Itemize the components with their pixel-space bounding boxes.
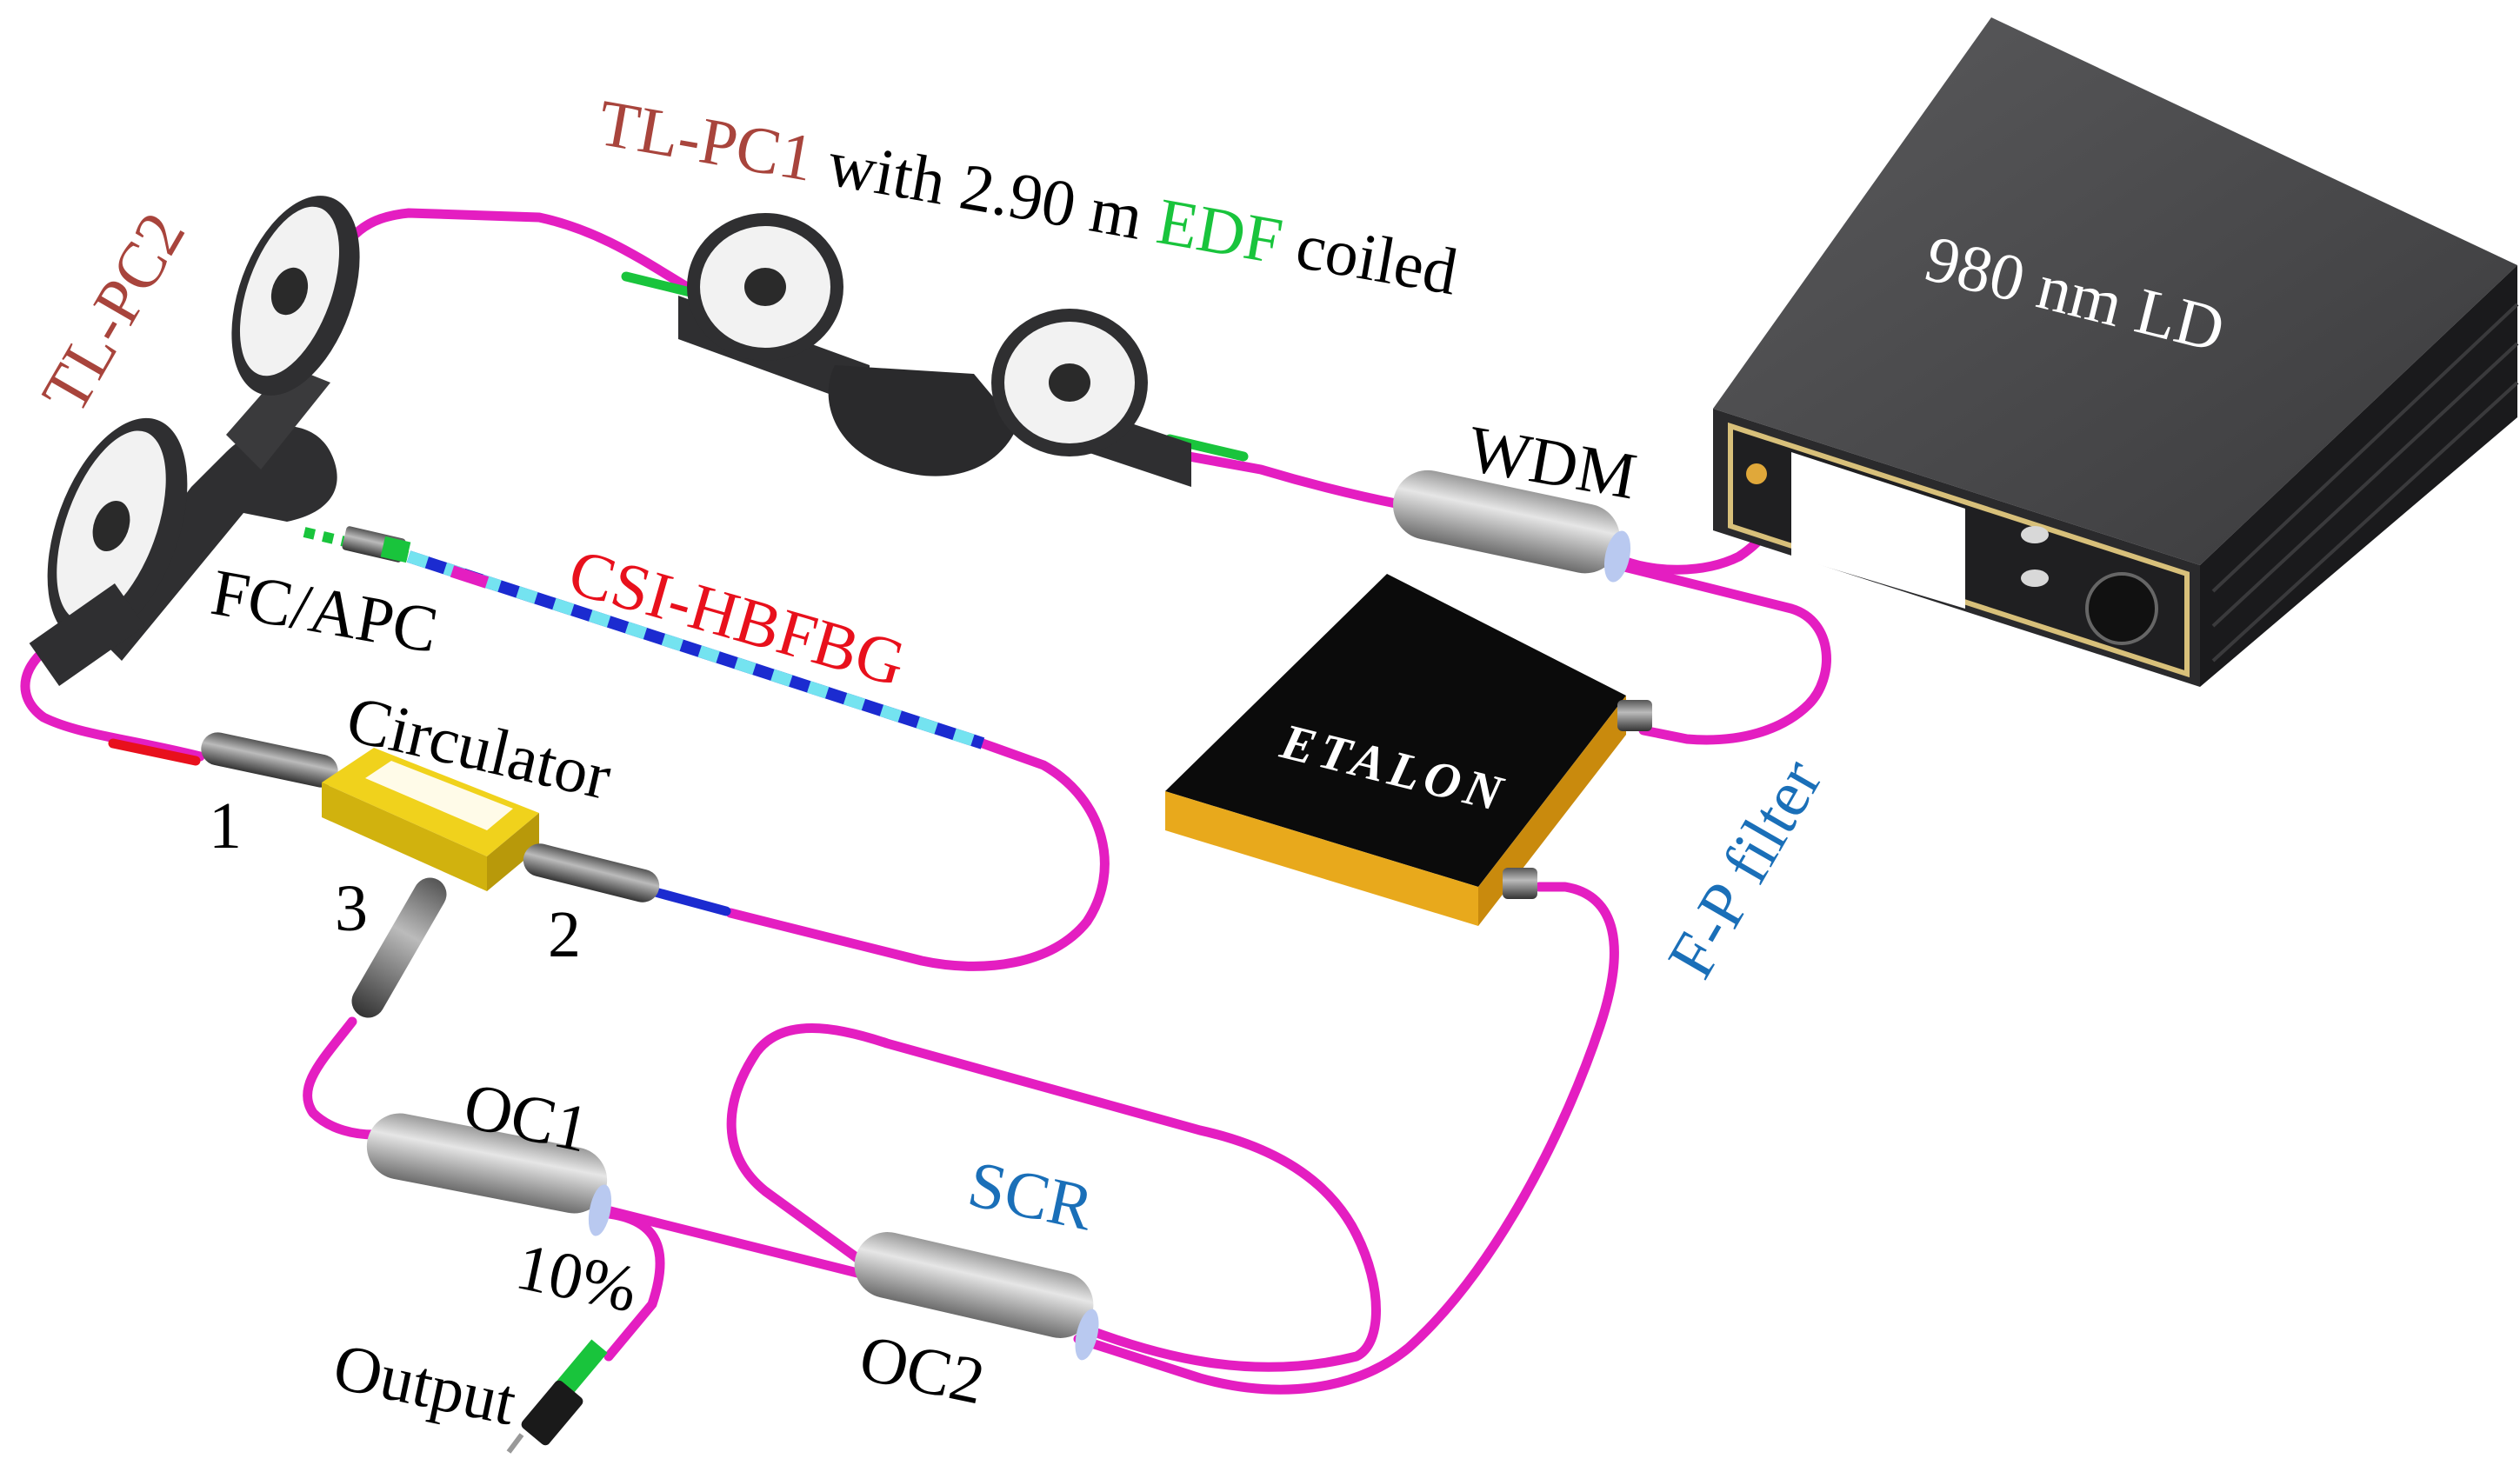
- etalon-fp-filter: [1165, 574, 1652, 926]
- fiber-pc2-to-port1: [20, 634, 205, 762]
- fc-apc-label: FC/APC: [206, 556, 443, 667]
- fiber-pc1-to-wdm: [1160, 447, 1405, 510]
- ten-percent-label: 10%: [510, 1229, 643, 1326]
- circulator: [201, 732, 660, 1018]
- oc2-label: OC2: [853, 1321, 990, 1418]
- wdm-coupler: [1393, 470, 1631, 583]
- port-3-label: 3: [335, 872, 368, 945]
- fiber-port3-to-oc1: [303, 1016, 379, 1140]
- tl-pc2-label: TL-PC2: [28, 201, 199, 425]
- tl-pc2-controller: [29, 196, 360, 686]
- output-connector: [506, 1339, 608, 1454]
- fc-apc-connector: [342, 526, 411, 563]
- fiber-blue-segment: [647, 886, 731, 916]
- fiber-port2-loop: [725, 738, 1110, 971]
- scr-label: SCR: [962, 1147, 1099, 1244]
- output-label: Output: [327, 1329, 522, 1439]
- oc1-coupler: [366, 1113, 612, 1236]
- fiber-scr-loop: [726, 1023, 1381, 1372]
- fiber-etalon-to-oc2: [1073, 882, 1619, 1395]
- laser-diode-980nm: [1713, 17, 2519, 687]
- csi-hbfbg-label: CSI-HBFBG: [561, 536, 913, 701]
- fiber-red-segment: [108, 738, 201, 766]
- tl-pc1-controller: [678, 213, 1191, 487]
- port-2-label: 2: [548, 898, 581, 971]
- ld-output-port: [1746, 463, 1767, 484]
- fiber-wdm-to-etalon: [1612, 560, 1831, 745]
- fiber-oc1-to-oc2: [595, 1203, 866, 1279]
- oc2-coupler: [854, 1232, 1099, 1361]
- ld-knob: [2085, 572, 2158, 645]
- fiber-oc1-to-output: [595, 1208, 665, 1362]
- fiber-paths: [20, 208, 1831, 1395]
- fp-filter-label: F-P filter: [1654, 747, 1837, 989]
- port-1-label: 1: [209, 789, 242, 863]
- csi-hbfbg-grating: [303, 527, 985, 749]
